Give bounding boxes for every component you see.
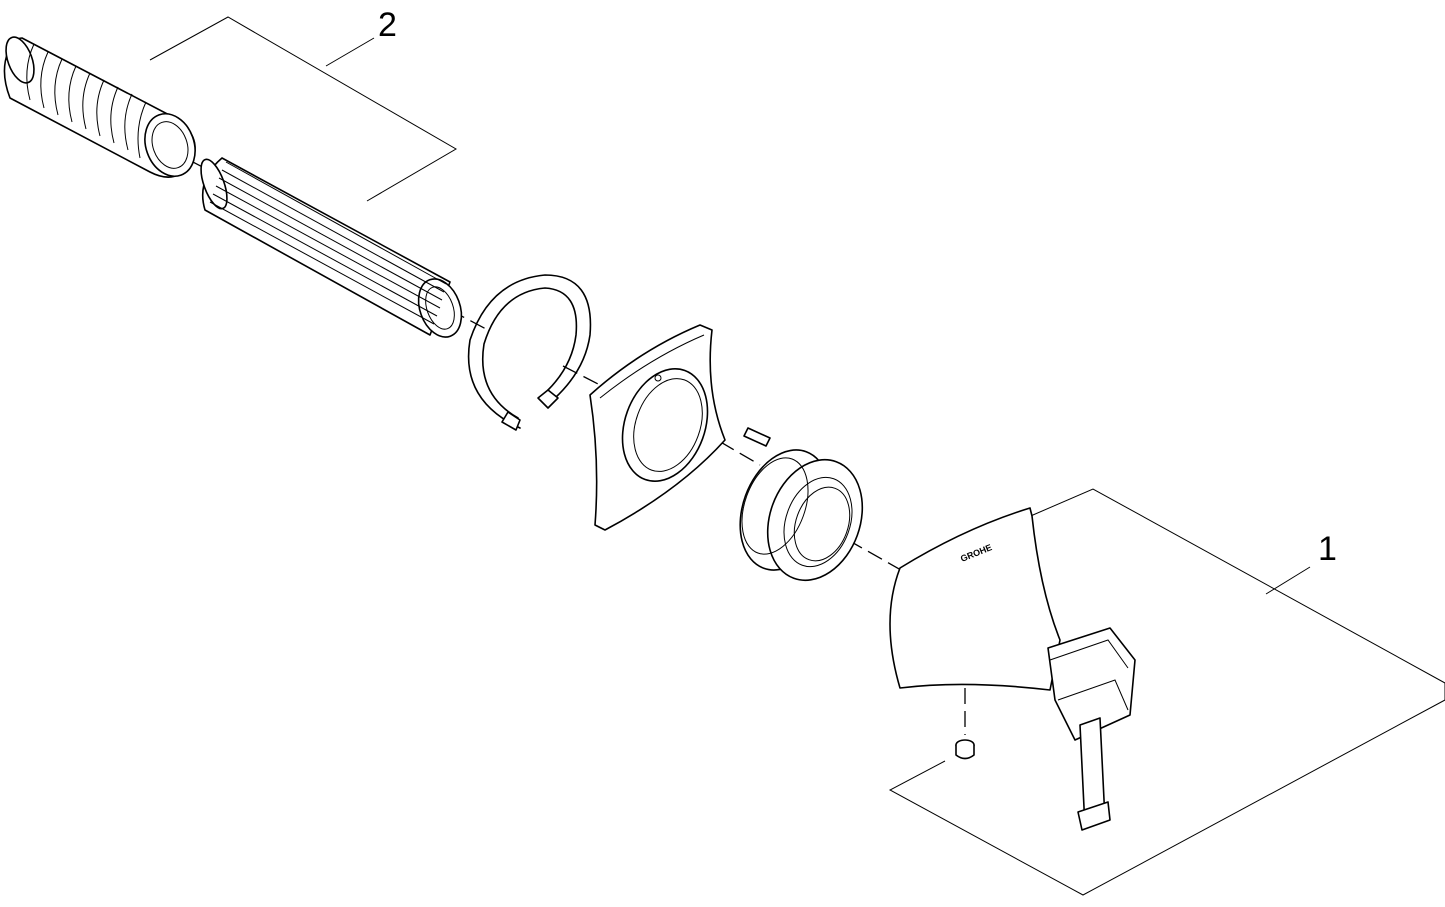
threaded-adapter-ring xyxy=(739,449,864,582)
set-screw xyxy=(955,739,975,760)
callout-1-label: 1 xyxy=(1318,530,1337,568)
callout-2-bracket xyxy=(149,16,457,202)
corrugated-extension-sleeve xyxy=(3,36,196,178)
callout-1-bracket xyxy=(888,488,1445,896)
escutcheon-rosette xyxy=(589,324,771,531)
callout-2-label: 2 xyxy=(378,6,397,44)
wall-plate-lever-handle: GROHE xyxy=(889,507,1136,831)
splined-extension-tube xyxy=(200,157,463,338)
retaining-clip-ring xyxy=(467,274,592,431)
